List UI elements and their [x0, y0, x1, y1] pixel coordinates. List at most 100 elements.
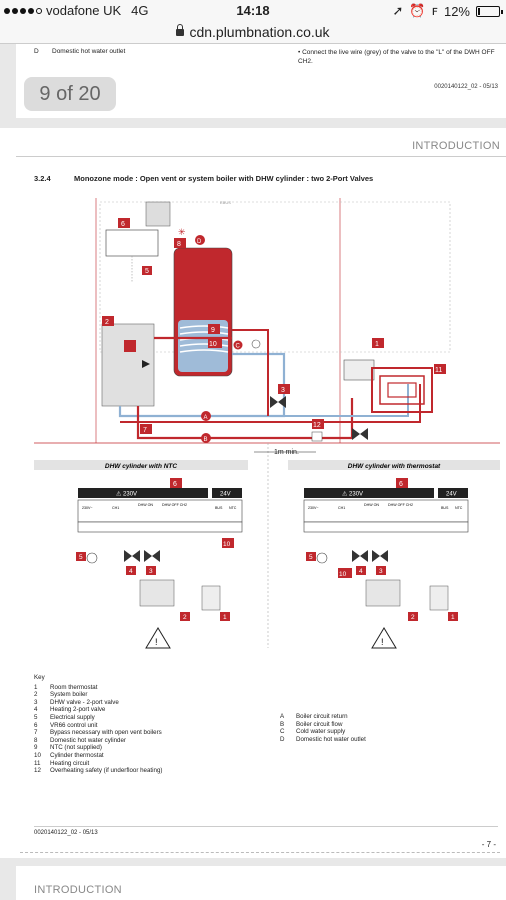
address-bar[interactable]: cdn.plumbnation.co.uk: [0, 22, 506, 44]
num-12: 12: [313, 422, 321, 429]
num-4-left: 4: [129, 568, 133, 575]
num-5-right: 5: [309, 554, 313, 561]
lock-icon: [176, 24, 185, 36]
letter-b: B: [204, 437, 208, 443]
battery-fill: [478, 7, 480, 15]
url-text: cdn.plumbnation.co.uk: [189, 24, 330, 40]
num-6: 6: [121, 221, 125, 228]
label-12: [312, 419, 324, 429]
prev-key-letter: D: [34, 48, 39, 55]
num-9: 9: [211, 327, 215, 334]
room-thermostat: [343, 359, 375, 381]
label-11: [434, 364, 446, 374]
term-right-3: DHW OFF CH2: [388, 503, 413, 507]
num-11: 11: [435, 367, 442, 374]
label-6: [118, 218, 130, 228]
network-type: 4G: [131, 3, 149, 18]
svg-text:!: !: [381, 637, 384, 647]
label-3: [278, 384, 290, 394]
pump-icon: [142, 360, 150, 368]
voltage-24-right: 24V: [446, 492, 457, 498]
term-right-2: DHW ON: [364, 503, 379, 507]
label-5: [142, 266, 152, 275]
num-10: 10: [209, 341, 217, 348]
num-5-left: 5: [79, 554, 83, 561]
term-left-3: DHW OFF CH2: [162, 503, 187, 507]
footer-dashed-rule: [20, 852, 500, 853]
boiler-right-icon: [365, 579, 401, 607]
num-1-left: 1: [223, 614, 227, 621]
term-right-5: NTC: [455, 506, 463, 510]
battery-percent: 12%: [443, 3, 470, 19]
num-3: 3: [281, 387, 285, 394]
panel-left-title: DHW cylinder with NTC: [105, 463, 178, 470]
cold-supply-c: [233, 340, 243, 350]
label-8: [174, 238, 186, 248]
num-1-right: 1: [451, 614, 455, 621]
warning-icon-left: [145, 627, 171, 649]
footer-ref: 0020140122_02 - 05/13: [34, 830, 98, 836]
term-right-1: CH1: [338, 506, 345, 510]
term-left-4: BUS: [215, 506, 223, 510]
num-5: 5: [145, 268, 149, 275]
terminal-block-left: ⚠ 230V 24V 230V~ CH1 DHW ON DHW OFF CH2 …: [77, 488, 243, 533]
num-3-left: 3: [149, 568, 153, 575]
battery-icon: [476, 5, 503, 17]
alarm-icon: ⏰: [409, 3, 426, 18]
page-number: - 7 -: [481, 840, 496, 849]
terminal-block-right: ⚠ 230V 24V 230V~ CH1 DHW ON DHW OFF CH2 …: [303, 488, 469, 533]
svg-text:!: !: [155, 637, 158, 647]
carrier-name: vodafone UK: [46, 3, 122, 18]
page-gap: [0, 120, 506, 128]
next-page-sheet: INTRODUCTION: [16, 866, 506, 900]
wiring-diagram: EBUS 6 5 8 D ✳ 9 10 C 2: [34, 198, 500, 649]
prev-bullet-text: • Connect the live wire (grey) of the va…: [298, 49, 495, 65]
tap-icon: ✳: [178, 227, 186, 237]
clock: 14:18: [236, 3, 270, 18]
next-page-fragment: INTRODUCTION: [0, 858, 506, 900]
label-6-right: [396, 478, 408, 488]
key-title: Key: [34, 674, 45, 681]
num-2-left: 2: [183, 614, 187, 621]
warning-icon-right: [371, 627, 397, 649]
section-title: Monozone mode : Open vent or system boil…: [74, 174, 374, 183]
flow-b: [201, 433, 211, 443]
term-left-5: NTC: [229, 506, 237, 510]
num-7: 7: [143, 427, 147, 434]
bluetooth-icon: ꜰ: [431, 3, 438, 18]
term-right-4: BUS: [441, 506, 449, 510]
term-left-0: 230V~: [82, 506, 93, 510]
label-1: [372, 338, 384, 348]
label-6-left: [170, 478, 182, 488]
num-6-right: 6: [399, 481, 403, 488]
boiler-left-icon: [139, 579, 175, 607]
control-unit-icon: [145, 201, 171, 227]
panel-right-title-bar: [288, 460, 500, 470]
panel-right-title: DHW cylinder with thermostat: [348, 463, 441, 470]
voltage-24-left: 24V: [220, 492, 231, 498]
status-bar: vodafone UK 4G 14:18 ➚ ⏰ ꜰ 12%: [0, 0, 506, 22]
term-left-1: CH1: [112, 506, 119, 510]
ebus-label: EBUS: [220, 200, 231, 205]
label-2: [102, 316, 114, 326]
voltage-230-right: ⚠ 230V: [342, 491, 363, 498]
num-1: 1: [375, 341, 379, 348]
status-icons: ➚ ⏰ ꜰ 12%: [392, 3, 503, 19]
letter-a: A: [204, 415, 208, 421]
section-header: INTRODUCTION: [412, 140, 500, 152]
pdf-page[interactable]: INTRODUCTION 3.2.4 Monozone mode : Open …: [16, 128, 506, 858]
num-2-right: 2: [411, 614, 415, 621]
next-section-header: INTRODUCTION: [34, 884, 122, 896]
control-unit-box: [105, 229, 159, 257]
